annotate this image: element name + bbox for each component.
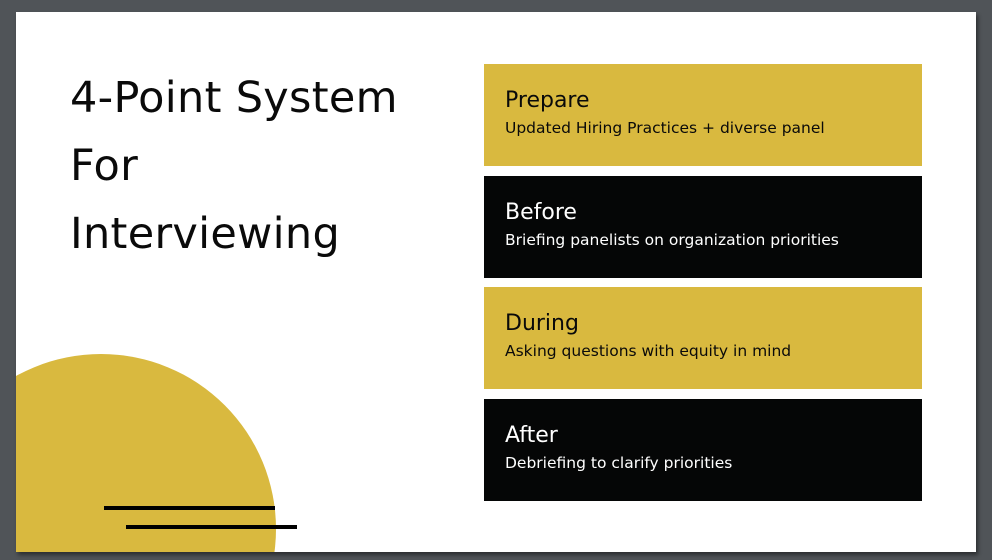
decorative-gold-circle [16,354,276,552]
step-label: During [505,311,579,336]
step-description: Debriefing to clarify priorities [505,454,733,472]
slide: 4-Point System For Interviewing Prepare … [16,12,976,552]
step-description: Briefing panelists on organization prior… [505,231,839,249]
decorative-line-1 [104,506,275,510]
step-card-before: Before Briefing panelists on organizatio… [484,176,922,278]
step-card-prepare: Prepare Updated Hiring Practices + diver… [484,64,922,166]
decorative-line-2 [126,525,297,529]
slide-title: 4-Point System For Interviewing [70,64,398,268]
title-line-1: 4-Point System [70,73,398,123]
title-line-3: Interviewing [70,209,341,259]
step-description: Updated Hiring Practices + diverse panel [505,119,825,137]
step-card-after: After Debriefing to clarify priorities [484,399,922,501]
step-label: Before [505,200,577,225]
step-label: After [505,423,558,448]
step-label: Prepare [505,88,590,113]
title-line-2: For [70,141,139,191]
step-card-during: During Asking questions with equity in m… [484,287,922,389]
step-description: Asking questions with equity in mind [505,342,792,360]
